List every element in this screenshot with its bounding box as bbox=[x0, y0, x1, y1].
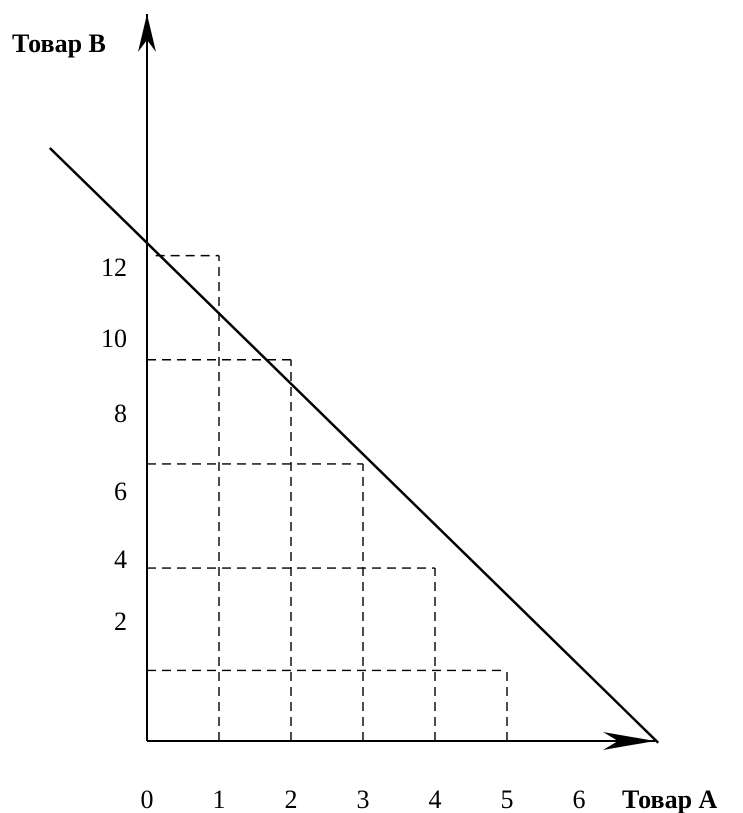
x-tick-0: 0 bbox=[141, 785, 154, 813]
budget-line-1 bbox=[48, 147, 660, 744]
x-tick-2: 2 bbox=[285, 785, 298, 813]
y-axis-title: Товар В bbox=[12, 29, 106, 58]
x-tick-4: 4 bbox=[429, 785, 442, 813]
budget-line-group bbox=[48, 147, 660, 744]
x-tick-5: 5 bbox=[501, 785, 514, 813]
y-tick-12: 12 bbox=[101, 253, 127, 282]
x-axis-arrowhead bbox=[603, 732, 655, 750]
axes bbox=[138, 14, 655, 750]
x-axis-title: Товар А bbox=[622, 785, 718, 813]
y-tick-2: 2 bbox=[114, 607, 127, 636]
y-tick-labels: 2 4 6 8 10 12 bbox=[101, 253, 127, 636]
x-tick-labels: 0 1 2 3 4 5 6 bbox=[141, 785, 586, 813]
dashed-step-grid bbox=[147, 254, 508, 741]
x-tick-1: 1 bbox=[213, 785, 226, 813]
y-axis-arrowhead bbox=[138, 14, 156, 52]
y-tick-4: 4 bbox=[114, 545, 127, 574]
y-tick-10: 10 bbox=[101, 324, 127, 353]
y-tick-8: 8 bbox=[114, 399, 127, 428]
y-tick-6: 6 bbox=[114, 477, 127, 506]
x-tick-6: 6 bbox=[573, 785, 586, 813]
x-tick-3: 3 bbox=[357, 785, 370, 813]
